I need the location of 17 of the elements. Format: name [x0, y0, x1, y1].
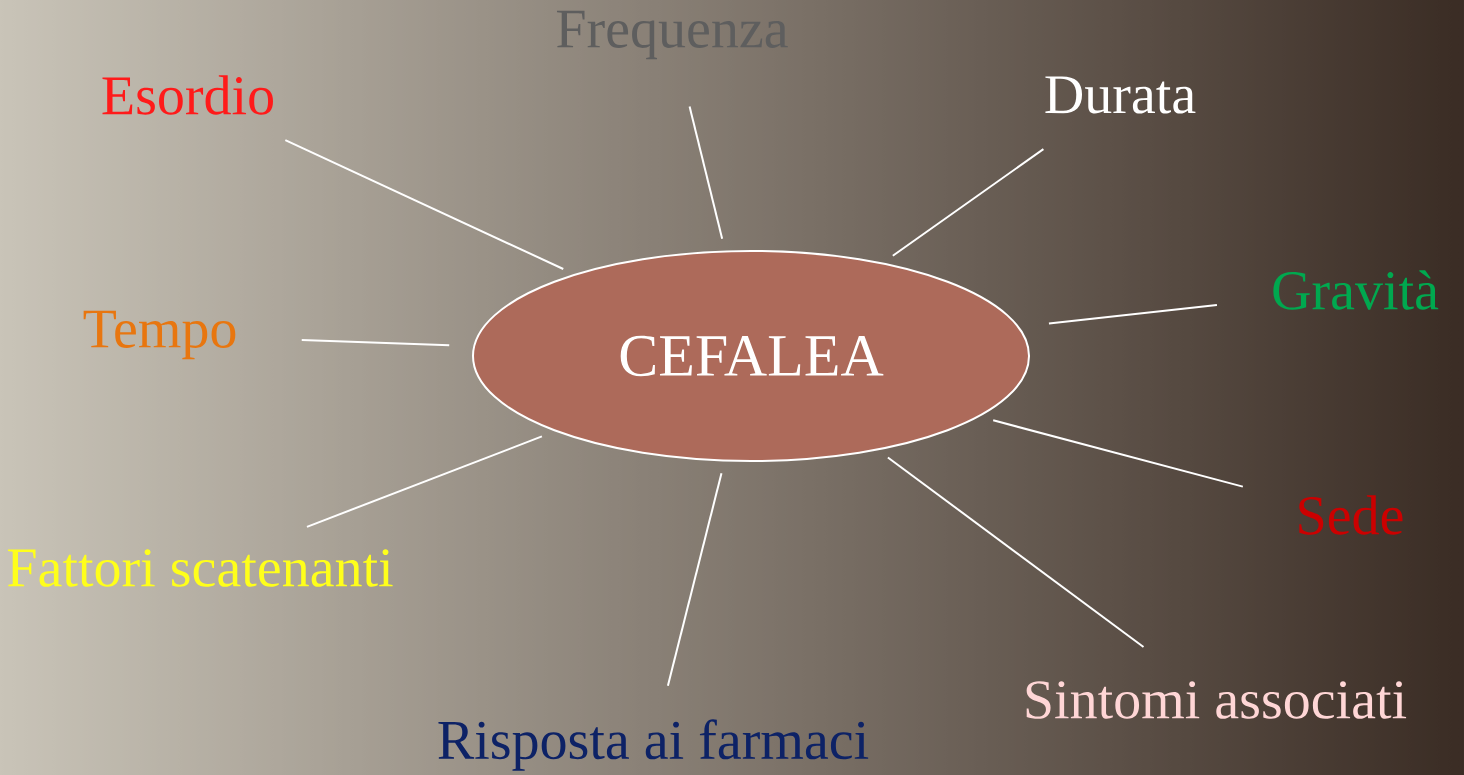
connector-line — [891, 148, 1045, 257]
connector-line — [992, 419, 1244, 488]
connector-line — [666, 472, 723, 687]
connector-line — [1047, 304, 1218, 325]
topic-label: Gravità — [1273, 270, 1439, 310]
topic-label: Fattori scatenanti — [8, 549, 393, 587]
connector-line — [300, 339, 451, 347]
topic-label: Tempo — [83, 310, 236, 360]
topic-label: Durata — [1045, 76, 1196, 114]
topic-label: Sintomi associati — [1026, 681, 1407, 719]
topic-label: Risposta ai farmaci — [438, 719, 869, 771]
connector-line — [886, 456, 1145, 648]
topic-label: Sede — [1299, 495, 1403, 535]
connector-line — [688, 105, 724, 240]
topic-label: Esordio — [102, 75, 273, 115]
connector-line — [306, 435, 543, 528]
connector-line — [284, 139, 565, 270]
